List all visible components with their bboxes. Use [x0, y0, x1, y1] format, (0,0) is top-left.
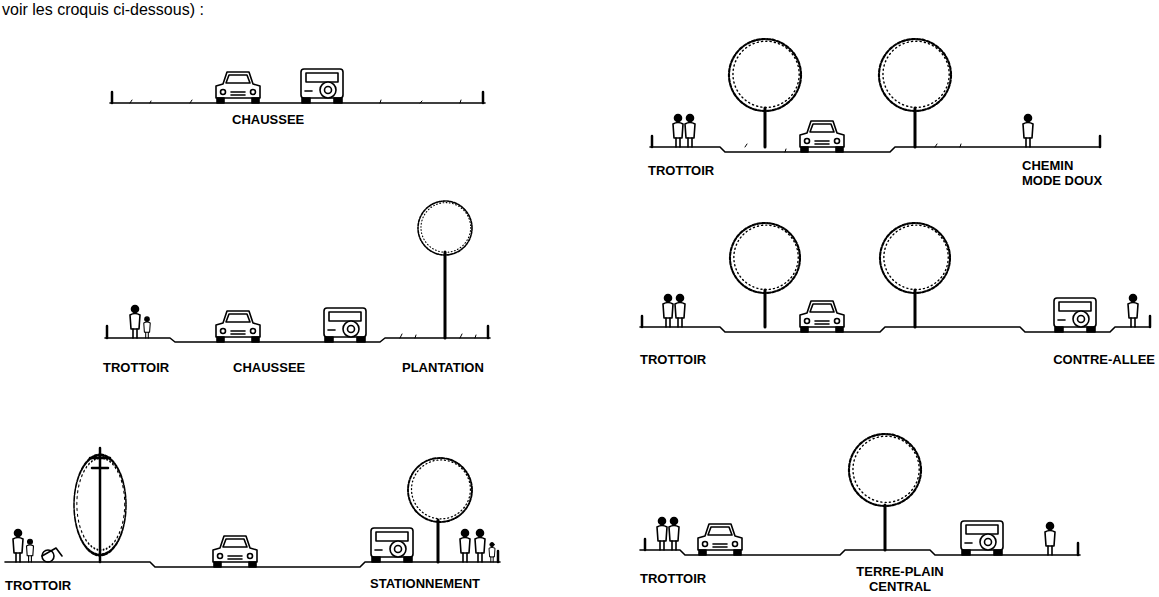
section-label: CHEMIN MODE DOUX: [1022, 158, 1110, 188]
section-label: TROTTOIR: [640, 352, 706, 367]
section-mode-doux: [650, 39, 1100, 152]
section-label: TERRE-PLAIN CENTRAL: [848, 564, 952, 594]
section-label: TROTTOIR: [640, 571, 706, 586]
section-label: CHAUSSEE: [233, 360, 305, 375]
section-stationnement: [5, 448, 500, 567]
section-label: TROTTOIR: [648, 163, 714, 178]
section-chaussee: [110, 69, 485, 103]
section-label: TROTTOIR: [5, 578, 71, 593]
section-label: CONTRE-ALLEE: [1053, 352, 1155, 367]
section-label: CHAUSSEE: [232, 112, 304, 127]
section-plantation: [105, 201, 490, 342]
section-contre-allee: [640, 223, 1150, 332]
intro-text: voir les croquis ci-dessous) :: [2, 0, 204, 19]
section-label: TROTTOIR: [103, 360, 169, 375]
section-label: PLANTATION: [402, 360, 484, 375]
section-terre-plein: [640, 434, 1080, 555]
section-label: STATIONNEMENT: [370, 576, 480, 591]
